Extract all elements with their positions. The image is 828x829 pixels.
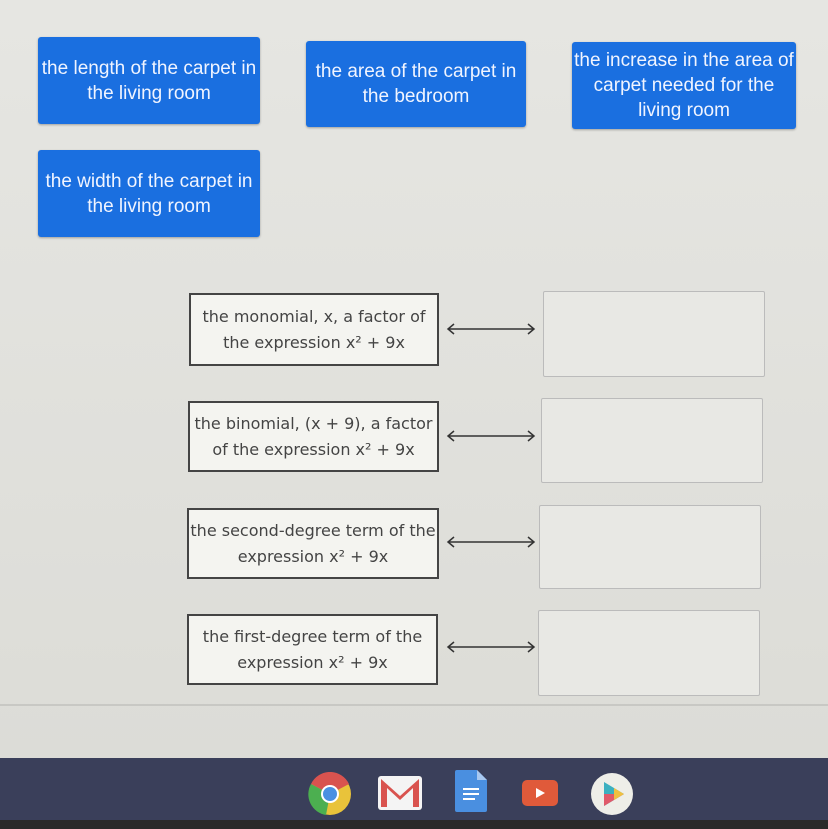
tile-length[interactable]: the length of the carpet in the living r… [38,37,260,124]
tile-increase-area[interactable]: the increase in the area of carpet neede… [572,42,796,129]
term-second-degree: the second-degree term of the expression… [187,508,439,579]
chrome-icon[interactable] [308,772,352,816]
docs-icon[interactable] [455,770,487,812]
divider [0,704,828,706]
term-monomial: the monomial, x, a factor of the express… [189,293,439,366]
double-arrow-icon [446,641,536,653]
drop-target-3[interactable] [539,505,761,589]
gmail-icon[interactable] [378,776,422,810]
drop-target-4[interactable] [538,610,760,696]
double-arrow-icon [446,430,536,442]
double-arrow-icon [446,323,536,335]
tile-area-bedroom[interactable]: the area of the carpet in the bedroom [306,41,526,127]
term-first-degree: the first-degree term of the expression … [187,614,438,685]
play-store-icon[interactable] [590,772,634,816]
bezel [0,820,828,829]
double-arrow-icon [446,536,536,548]
youtube-icon[interactable] [522,780,558,806]
tile-width[interactable]: the width of the carpet in the living ro… [38,150,260,237]
drop-target-2[interactable] [541,398,763,483]
term-binomial: the binomial, (x + 9), a factor of the e… [188,401,439,472]
screen: the length of the carpet in the living r… [0,0,828,758]
drop-target-1[interactable] [543,291,765,377]
